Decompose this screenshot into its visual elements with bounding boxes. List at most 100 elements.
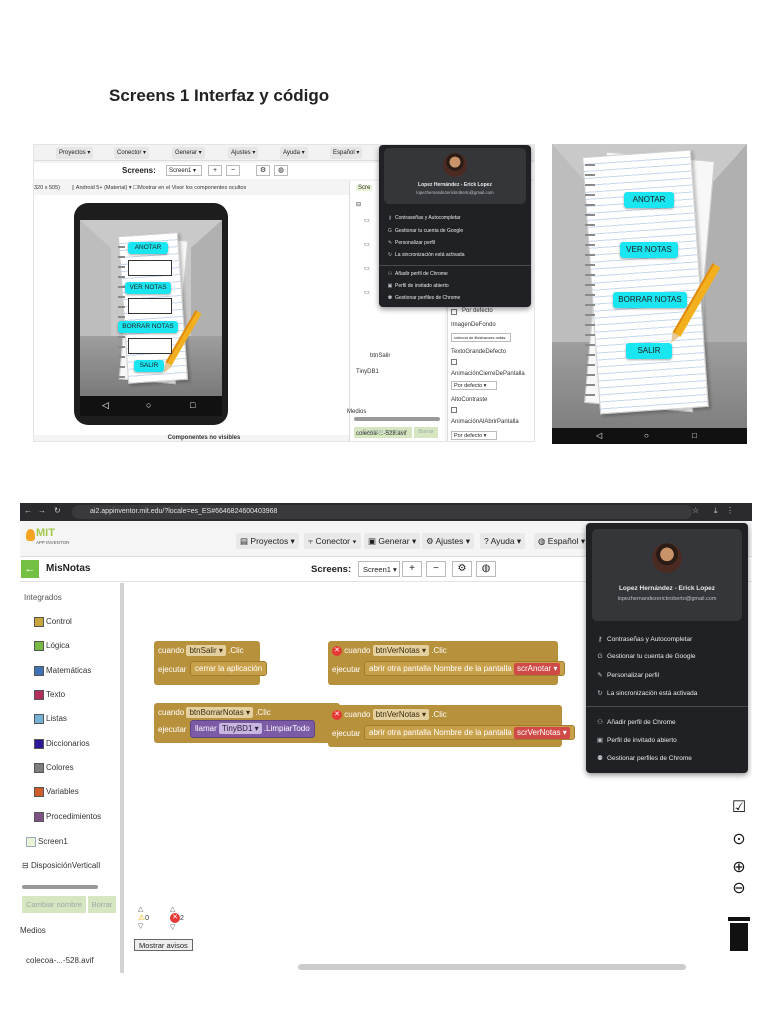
prop-open-anim-select[interactable]: Por defecto ▾ [451, 431, 497, 440]
borrar-notas-button[interactable]: BORRAR NOTAS [118, 321, 178, 333]
prop-checkbox[interactable] [451, 309, 457, 315]
close-app-block[interactable]: cerrar la aplicación [190, 661, 268, 676]
preview-borrar-notas-button[interactable]: BORRAR NOTAS [613, 292, 687, 308]
menu-proyectos[interactable]: Proyectos ▾ [56, 147, 94, 159]
tools-icon[interactable]: ⚙ [452, 561, 472, 577]
back-icon[interactable]: ◁ [102, 400, 109, 410]
menu-manage-profiles[interactable]: ⚉Gestionar perfiles de Chrome [593, 754, 692, 762]
notes-textbox[interactable] [128, 298, 172, 314]
download-icon[interactable]: ⤓ [714, 506, 718, 515]
errors-toggle[interactable]: △ ✕2 ▽ [170, 906, 184, 931]
back-arrow-icon[interactable]: ← [24, 506, 32, 515]
menu-ayuda[interactable]: ? Ayuda ▾ [480, 533, 526, 549]
palette-math[interactable]: Matemáticas [34, 666, 91, 676]
remove-screen-button[interactable]: − [426, 561, 446, 577]
tree-tinydb[interactable]: TinyDB1 [356, 369, 379, 375]
note-textbox[interactable] [128, 260, 172, 276]
menu-generar[interactable]: ▣ Generar ▾ [364, 533, 421, 549]
screen-select[interactable]: Screen1 ▾ [358, 561, 400, 577]
prop-contrast-checkbox[interactable] [451, 407, 457, 413]
add-screen-button[interactable]: + [402, 561, 422, 577]
palette-colors[interactable]: Colores [34, 763, 74, 773]
menu-ajustes[interactable]: ⚙ Ajustes ▾ [422, 533, 475, 549]
event-block-btnvernotas-2[interactable]: ✕ cuando btnVerNotas ▾ .Clic ejecutar ab… [328, 705, 575, 747]
menu-conector[interactable]: Conector ▾ [114, 147, 150, 159]
tinydb-dropdown[interactable]: TinyBD1 ▾ [219, 723, 262, 734]
menu-add-profile[interactable]: ⚇Añadir perfil de Chrome [385, 271, 448, 277]
component-dropdown[interactable]: btnVerNotas ▾ [372, 709, 429, 720]
delete-button[interactable]: Borrar [88, 896, 116, 913]
zoom-in-icon[interactable]: ⊕ [732, 859, 746, 876]
remove-screen-button[interactable]: − [226, 165, 240, 176]
preview-anotar-button[interactable]: ANOTAR [624, 192, 674, 208]
prop-text-large-checkbox[interactable] [451, 359, 457, 365]
globe-icon[interactable]: ◍ [274, 165, 288, 176]
recents-icon[interactable]: □ [692, 431, 697, 440]
anotar-button[interactable]: ANOTAR [128, 242, 168, 254]
event-block-btnvernotas-1[interactable]: ✕ cuando btnVerNotas ▾ .Clic ejecutar ab… [328, 641, 566, 685]
rename-button[interactable]: Cambiar nombre [22, 896, 86, 913]
palette-screen1[interactable]: Screen1 [26, 837, 68, 847]
hidden-components-checkbox[interactable]: ☐ [133, 185, 139, 191]
error-icon[interactable]: ✕ [332, 709, 342, 720]
home-icon[interactable]: ○ [644, 431, 649, 440]
palette-text[interactable]: Texto [34, 690, 65, 700]
component-dropdown[interactable]: btnBorrarNotas ▾ [186, 707, 253, 718]
menu-ajustes[interactable]: Ajustes ▾ [228, 147, 259, 159]
menu-add-profile[interactable]: ⚇Añadir perfil de Chrome [593, 718, 676, 726]
add-screen-button[interactable]: + [208, 165, 222, 176]
menu-proyectos[interactable]: ▤ Proyectos ▾ [236, 533, 299, 549]
trash-icon[interactable] [728, 917, 750, 951]
palette-lists[interactable]: Listas [34, 714, 67, 724]
back-arrow-icon[interactable]: ← [21, 560, 39, 578]
zoom-out-icon[interactable]: ⊖ [732, 880, 746, 897]
warnings-toggle[interactable]: △ ⚠0 ▽ [138, 906, 150, 930]
backpack-icon[interactable]: ☑ [731, 799, 747, 816]
menu-sync[interactable]: ↻La sincronización está activada [385, 252, 465, 258]
tree-scrollbar[interactable] [354, 417, 440, 421]
menu-guest-profile[interactable]: ▣Perfil de invitado abierto [593, 736, 677, 744]
tree-screen1[interactable]: Scre [356, 185, 373, 191]
size-select[interactable]: 320 x 505) [34, 185, 60, 191]
preview-salir-button[interactable]: SALIR [626, 343, 672, 359]
screen-name-dropdown[interactable]: scrAnotar ▾ [513, 663, 561, 675]
open-screen-block[interactable]: abrir otra pantalla Nombre de la pantall… [364, 725, 575, 740]
menu-conector[interactable]: ⫟ Conector ▾ [304, 533, 361, 549]
palette-divider[interactable] [120, 583, 124, 973]
center-icon[interactable]: ⊙ [732, 831, 746, 848]
menu-idioma[interactable]: Español ▾ [330, 147, 363, 159]
menu-customize-profile[interactable]: ✎Personalizar perfil [385, 240, 435, 246]
media-file[interactable]: colecoa-...-528.avif [26, 956, 94, 965]
component-dropdown[interactable]: btnVerNotas ▾ [372, 645, 429, 656]
prop-close-anim-select[interactable]: Por defecto ▾ [451, 381, 497, 390]
menu-idioma[interactable]: ◍ Español ▾ [534, 533, 590, 549]
preview-ver-notas-button[interactable]: VER NOTAS [620, 242, 678, 258]
call-tinydb-block[interactable]: llamar TinyBD1 ▾ .LimpiarTodo [190, 720, 315, 738]
palette-control[interactable]: Control [34, 617, 72, 627]
salir-button[interactable]: SALIR [134, 360, 164, 372]
address-bar[interactable]: ai2.appinventor.mit.edu/?locale=es_ES#66… [72, 505, 692, 519]
menu-passwords[interactable]: ⚷Contraseñas y Autocompletar [593, 635, 693, 643]
event-block-btnborrarnotas[interactable]: cuando btnBorrarNotas ▾ .Clic ejecutar l… [154, 703, 340, 743]
palette-arrangement[interactable]: ⊟ DisposiciónVerticalI [22, 861, 101, 870]
device-select[interactable]: Android 5+ (Material) ▾ [75, 185, 132, 191]
palette-dictionaries[interactable]: Diccionarios [34, 739, 90, 749]
palette-procedures[interactable]: Procedimientos [34, 812, 101, 822]
tools-icon[interactable]: ⚙ [256, 165, 270, 176]
event-block-btnsalir[interactable]: cuando btnSalir ▾ .Clic ejecutar cerrar … [154, 641, 268, 685]
star-icon[interactable]: ☆ [692, 506, 700, 515]
menu-passwords[interactable]: ⚷Contraseñas y Autocompletar [385, 215, 460, 221]
ver-notas-button[interactable]: VER NOTAS [125, 282, 171, 294]
reload-icon[interactable]: ↻ [54, 506, 61, 515]
tree-btn-salir[interactable]: btnSalir [370, 353, 391, 359]
palette-logic[interactable]: Lógica [34, 641, 70, 651]
workspace-scrollbar[interactable] [298, 964, 686, 970]
component-dropdown[interactable]: btnSalir ▾ [186, 645, 226, 656]
menu-manage-profiles[interactable]: ⚉Gestionar perfiles de Chrome [385, 295, 461, 301]
menu-sync[interactable]: ↻La sincronización está activada [593, 689, 697, 697]
show-warnings-button[interactable]: Mostrar avisos [134, 939, 193, 951]
menu-customize-profile[interactable]: ✎Personalizar perfil [593, 671, 659, 679]
prop-background-image-value[interactable]: colecoa de illustracoes notas [451, 333, 511, 342]
